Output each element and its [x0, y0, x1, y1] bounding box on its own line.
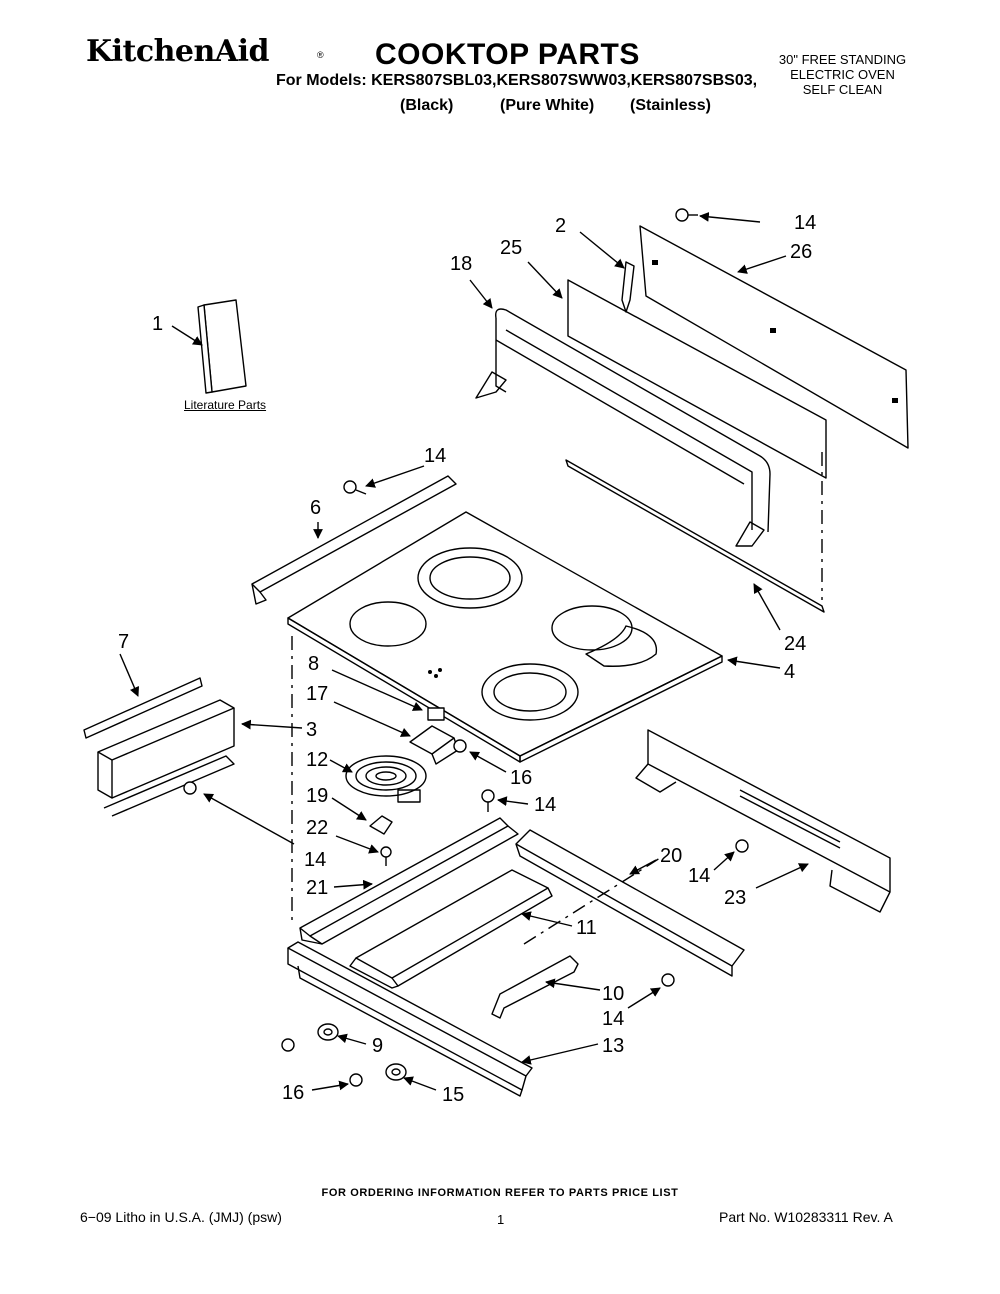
models-line: For Models: KERS807SBL03,KERS807SWW03,KE… — [276, 72, 758, 89]
callout-14-right: 14 — [688, 865, 710, 887]
knob-bushing-15 — [385, 1063, 407, 1081]
callout-14-left: 14 — [304, 849, 326, 871]
callout-12: 12 — [306, 749, 328, 771]
page-number: 1 — [497, 1212, 505, 1227]
element-receptacle — [369, 815, 393, 835]
backguard-end-cap-frame — [475, 308, 771, 547]
rear-support-rail — [515, 829, 745, 977]
callout-9: 9 — [372, 1035, 383, 1057]
callout-6: 6 — [310, 497, 321, 519]
screw-14-center — [481, 789, 495, 812]
infinite-switch-bracket — [409, 707, 459, 765]
control-panel-base — [287, 941, 533, 1097]
callout-13: 13 — [602, 1035, 624, 1057]
color-black: (Black) — [400, 97, 454, 114]
callout-16-lower: 16 — [282, 1082, 304, 1104]
callout-7: 7 — [118, 631, 129, 653]
coil-surface-element — [345, 755, 427, 803]
color-pure-white: (Pure White) — [500, 97, 595, 114]
callout-4: 4 — [784, 661, 795, 683]
ordering-note: FOR ORDERING INFORMATION REFER TO PARTS … — [321, 1187, 679, 1199]
glass-bracket — [621, 261, 635, 313]
screw-16-upper — [453, 739, 467, 753]
color-stainless: (Stainless) — [630, 97, 711, 114]
callout-14-top: 14 — [794, 212, 816, 234]
callout-14-trim: 14 — [424, 445, 446, 467]
leader-lines — [119, 212, 809, 1091]
screw-14-right — [735, 839, 749, 853]
callout-11: 11 — [576, 917, 597, 939]
subtitle-line-3: SELF CLEAN — [802, 82, 883, 97]
subtitle-line-1: 30" FREE STANDING — [778, 52, 907, 67]
callout-19: 19 — [306, 785, 328, 807]
callout-15: 15 — [442, 1084, 464, 1106]
callout-1: 1 — [152, 313, 163, 335]
callout-16-upper: 16 — [510, 767, 532, 789]
backguard-rear-panel — [639, 225, 909, 449]
knob-bushing-9 — [317, 1023, 339, 1041]
callouts: 1 2 3 4 6 7 8 9 10 11 12 13 14 14 14 14 … — [118, 212, 816, 1106]
manifold-front-support — [299, 817, 519, 945]
callout-8: 8 — [308, 653, 319, 675]
callout-26: 26 — [790, 241, 812, 263]
screw-14-left — [183, 781, 197, 795]
backguard-trim-strip — [565, 459, 825, 613]
right-side-support — [635, 729, 891, 913]
toe-kick-handle — [491, 955, 579, 1019]
callout-21: 21 — [306, 877, 328, 899]
callout-24: 24 — [784, 633, 806, 655]
burner-box-channel — [349, 869, 553, 989]
screw-14-top — [675, 208, 698, 222]
screw-14-lower — [661, 973, 675, 987]
backguard-glass — [567, 279, 827, 479]
brand-logo: KitchenAid — [86, 34, 269, 69]
callout-25: 25 — [500, 237, 522, 259]
callout-3: 3 — [306, 719, 317, 741]
left-side-support — [97, 699, 235, 817]
subtitle-line-2: ELECTRIC OVEN — [790, 67, 895, 82]
literature-booklet — [197, 299, 247, 394]
callout-2: 2 — [555, 215, 566, 237]
part-number: Part No. W10283311 Rev. A — [719, 1209, 893, 1225]
callout-22: 22 — [306, 817, 328, 839]
screw-22 — [380, 846, 392, 866]
assembly-center-lines — [291, 452, 823, 945]
front-trim-strip — [83, 677, 203, 739]
glass-cooktop — [287, 511, 723, 763]
callout-18: 18 — [450, 253, 472, 275]
callout-10: 10 — [602, 983, 624, 1005]
callout-20: 20 — [660, 845, 682, 867]
page-title: COOKTOP PARTS — [375, 38, 640, 71]
callout-14-lower: 14 — [602, 1008, 624, 1030]
screw-14-trim — [343, 480, 367, 495]
rear-trim — [251, 475, 457, 605]
screw-16-lower — [281, 1038, 363, 1087]
callout-14-center: 14 — [534, 794, 556, 816]
litho-info: 6−09 Litho in U.S.A. (JMJ) (psw) — [80, 1209, 282, 1225]
registered-mark: ® — [317, 50, 324, 60]
callout-23: 23 — [724, 887, 746, 909]
literature-parts-label: Literature Parts — [184, 398, 267, 412]
callout-17: 17 — [306, 683, 328, 705]
